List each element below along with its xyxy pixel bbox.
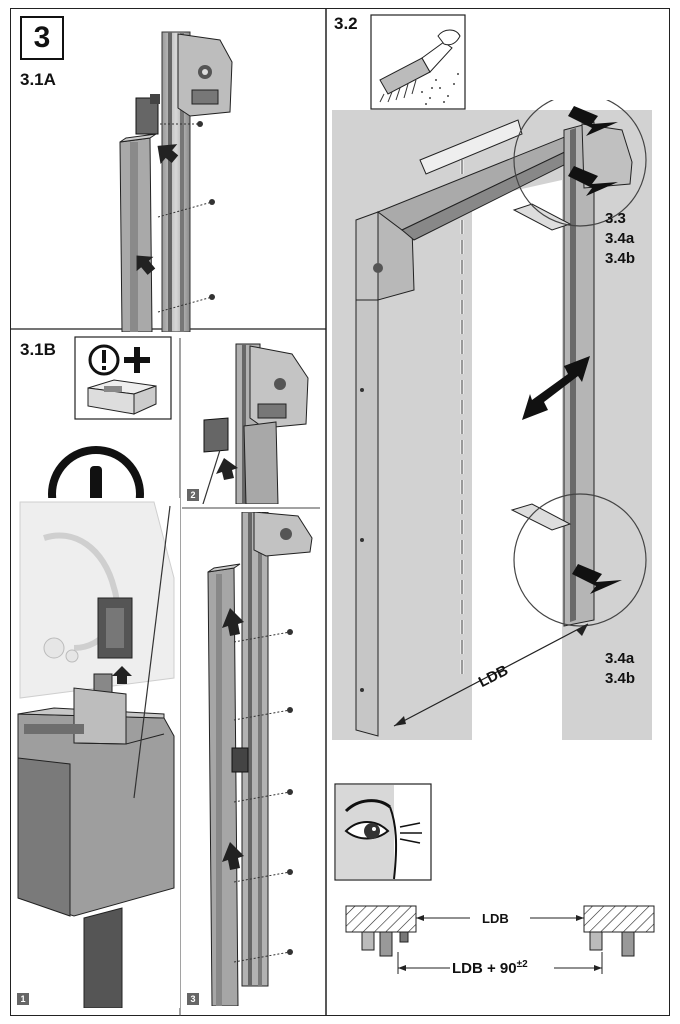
profile-assembly-illustration <box>119 31 233 332</box>
spare-parts-box-icon <box>74 336 172 420</box>
step-label-3-4a-bottom: 3.4a <box>605 650 635 667</box>
sub-step-badge-3: 3 <box>187 993 199 1005</box>
ldb-outer-dimension: LDB + 90±2 <box>452 959 528 977</box>
frame-cross-section-diagram <box>345 905 655 974</box>
step-label-3-4a-top: 3.4a <box>605 230 635 247</box>
cleaning-brush-icon <box>370 14 466 110</box>
ldb-tolerance: ±2 <box>516 959 528 970</box>
step-label-3-2: 3.2 <box>334 14 358 33</box>
door-frame-installation-illustration <box>332 100 652 740</box>
step-label-3-1b: 3.1B <box>20 340 56 359</box>
ldb-plus-value: LDB + 90 <box>452 960 517 977</box>
instruction-frame <box>10 8 670 1016</box>
cover-profile-mounting-illustration <box>207 512 313 1006</box>
cap-fitting-closeup-illustration <box>14 498 180 1008</box>
step-label-3-3: 3.3 <box>605 210 626 227</box>
step-number-box: 3 <box>20 16 64 60</box>
sub-step-badge-2: 2 <box>187 489 199 501</box>
step-label-3-4b-top: 3.4b <box>605 250 636 267</box>
visual-check-eye-icon <box>334 783 432 881</box>
ldb-inner-dimension: LDB <box>482 911 509 926</box>
cap-insert-illustration <box>202 343 309 504</box>
sub-step-badge-1: 1 <box>17 993 29 1005</box>
step-label-3-1a: 3.1A <box>20 70 56 89</box>
step-label-3-4b-bottom: 3.4b <box>605 670 636 687</box>
